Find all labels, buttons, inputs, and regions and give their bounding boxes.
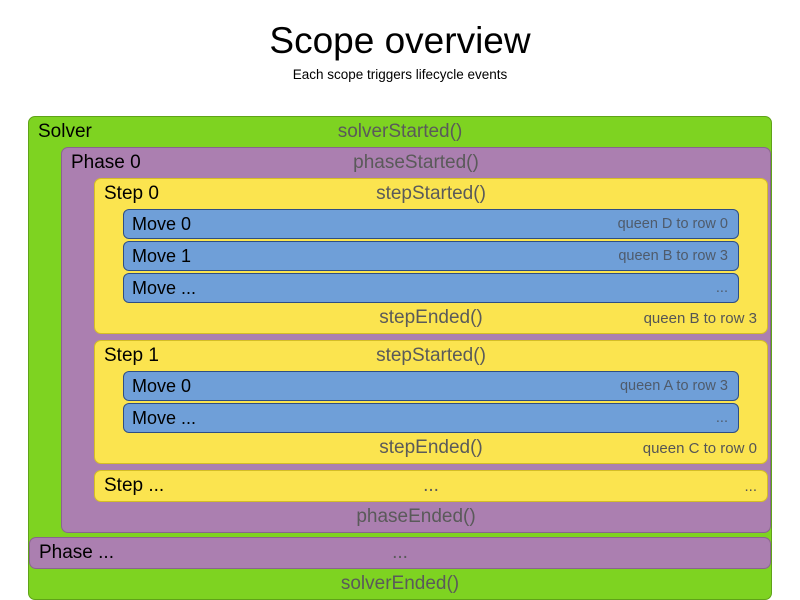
page-subtitle: Each scope triggers lifecycle events (292, 66, 508, 82)
phase-ellipsis-label: Phase ... (39, 542, 114, 563)
move-label: Move 1 (132, 245, 192, 266)
page-title: Scope overview (269, 20, 531, 61)
step-0-label: Step 0 (104, 183, 159, 204)
step-1-scope[interactable]: Step 1 stepStarted() Move 0 queen A to r… (94, 340, 768, 464)
step-ellipsis-detail: ... (744, 477, 757, 495)
move-detail: ... (715, 410, 728, 426)
move-detail: ... (715, 280, 728, 296)
phase-0-footer-bar: phaseEnded() (62, 502, 770, 532)
move-row[interactable]: Move 1 queen B to row 3 (123, 241, 739, 271)
move-label: Move 0 (132, 213, 192, 234)
step-0-footer-bar: stepEnded() queen B to row 3 (95, 303, 767, 333)
scope-diagram: Solver solverStarted() Phase 0 phaseStar… (28, 116, 772, 600)
solver-label: Solver (38, 121, 92, 142)
move-detail: queen D to row 0 (617, 216, 728, 232)
step-1-ended-detail: queen C to row 0 (642, 439, 757, 457)
step-1-ended-event: stepEnded() (379, 437, 483, 458)
step-0-started-event: stepStarted() (376, 183, 486, 204)
step-1-label: Step 1 (104, 345, 159, 366)
move-detail: queen B to row 3 (618, 248, 728, 264)
move-row[interactable]: Move ... ... (123, 273, 739, 303)
step-1-moves: Move 0 queen A to row 3 Move ... ... (95, 371, 767, 433)
phase-0-started-event: phaseStarted() (353, 152, 479, 173)
phase-0-body: Step 0 stepStarted() Move 0 queen D to r… (62, 178, 770, 502)
solver-ended-event: solverEnded() (340, 573, 460, 594)
solver-header-bar: Solver solverStarted() (29, 117, 771, 147)
solver-footer-bar: solverEnded() (29, 569, 771, 599)
phase-0-ended-event: phaseEnded() (356, 506, 476, 527)
step-0-ended-detail: queen B to row 3 (643, 309, 757, 327)
step-1-started-event: stepStarted() (376, 345, 486, 366)
move-label: Move 0 (132, 375, 192, 396)
step-ellipsis-label: Step ... (104, 475, 165, 496)
phase-ellipsis-event: ... (392, 542, 408, 563)
phase-0-label: Phase 0 (71, 152, 141, 173)
move-row[interactable]: Move 0 queen A to row 3 (123, 371, 739, 401)
step-ellipsis-event: ... (423, 475, 439, 496)
phase-0-scope[interactable]: Phase 0 phaseStarted() Step 0 stepStarte… (61, 147, 771, 533)
step-ellipsis-scope[interactable]: Step ... ... ... (94, 470, 768, 502)
phase-ellipsis-header-bar: Phase ... ... (30, 538, 770, 568)
step-0-ended-event: stepEnded() (379, 307, 483, 328)
step-1-header-bar: Step 1 stepStarted() (95, 341, 767, 371)
phase-0-header-bar: Phase 0 phaseStarted() (62, 148, 770, 178)
step-0-scope[interactable]: Step 0 stepStarted() Move 0 queen D to r… (94, 178, 768, 334)
page-header: Scope overview Each scope triggers lifec… (0, 0, 800, 82)
move-row[interactable]: Move ... ... (123, 403, 739, 433)
solver-body: Phase 0 phaseStarted() Step 0 stepStarte… (29, 147, 771, 569)
move-label: Move ... (132, 277, 197, 298)
move-row[interactable]: Move 0 queen D to row 0 (123, 209, 739, 239)
solver-started-event: solverStarted() (337, 121, 463, 142)
move-detail: queen A to row 3 (619, 378, 728, 394)
step-0-moves: Move 0 queen D to row 0 Move 1 queen B t… (95, 209, 767, 303)
step-0-header-bar: Step 0 stepStarted() (95, 179, 767, 209)
move-label: Move ... (132, 407, 197, 428)
step-1-footer-bar: stepEnded() queen C to row 0 (95, 433, 767, 463)
phase-ellipsis-scope[interactable]: Phase ... ... (29, 537, 771, 569)
step-ellipsis-header-bar: Step ... ... ... (95, 471, 767, 501)
solver-scope[interactable]: Solver solverStarted() Phase 0 phaseStar… (28, 116, 772, 600)
